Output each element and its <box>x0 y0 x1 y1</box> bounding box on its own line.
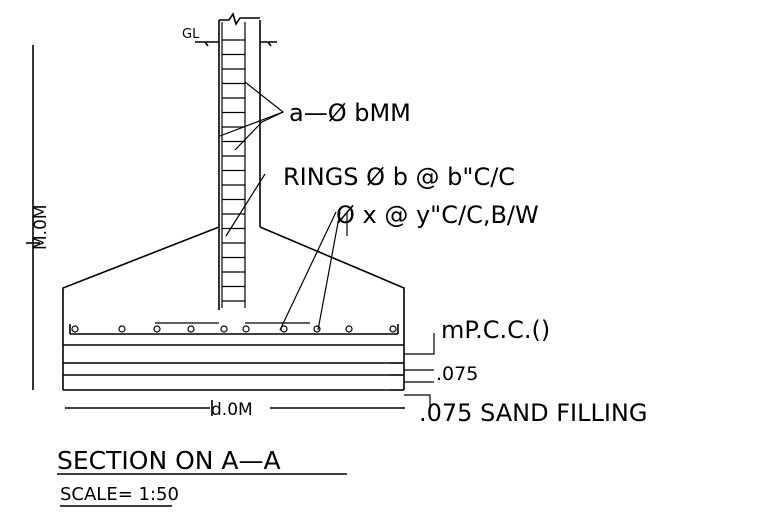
bar-dot <box>220 325 228 333</box>
bar-dot <box>71 325 79 333</box>
width-dimension: d.0M <box>65 400 405 420</box>
ground-level-label: GL <box>182 27 200 42</box>
bar-dot <box>389 325 397 333</box>
ground-level-marker: GL <box>182 27 277 47</box>
bar-dot <box>242 325 250 333</box>
bottom-bar-dots <box>71 325 397 333</box>
bar-dot <box>313 325 321 333</box>
bottom-reinforcement <box>69 322 399 335</box>
scale-label: SCALE= 1:50 <box>60 484 179 505</box>
column-rings <box>222 39 245 302</box>
height-dimension: M.0M <box>26 45 51 390</box>
sand-filling-label: .075 SAND FILLING <box>419 399 647 427</box>
base-layers <box>62 344 405 391</box>
column <box>218 12 261 310</box>
bar-dot <box>345 325 353 333</box>
leader-lines <box>219 81 435 410</box>
main-bars-label: a—Ø bMM <box>289 99 411 127</box>
rings-label: RINGS Ø b @ b"C/C <box>283 163 515 191</box>
bottom-bars-label: Ø x @ y"C/C,B/W <box>336 201 539 229</box>
height-dimension-label: M.0M <box>31 204 51 250</box>
layer-thickness-label: .075 <box>436 363 478 385</box>
pcc-label: mP.C.C.() <box>441 316 550 344</box>
bar-dot <box>118 325 126 333</box>
footing-outline <box>62 226 405 345</box>
bar-dot <box>187 325 195 333</box>
title-block: SECTION ON A—A SCALE= 1:50 <box>57 446 347 507</box>
bar-dot <box>153 325 161 333</box>
width-dimension-label: d.0M <box>211 400 253 420</box>
section-title: SECTION ON A—A <box>57 446 281 475</box>
